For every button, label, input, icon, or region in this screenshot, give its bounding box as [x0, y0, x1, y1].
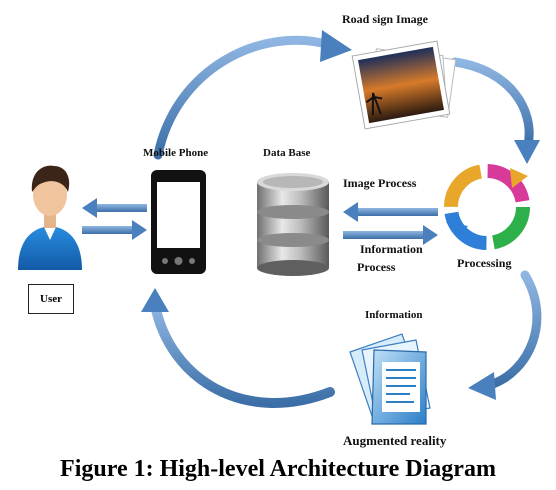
information-label: Information: [365, 309, 423, 321]
mobile-phone-icon: [151, 170, 206, 274]
figure-caption: Figure 1: High-level Architecture Diagra…: [60, 456, 496, 482]
information-process-label-line1: Information: [360, 242, 423, 256]
processing-label: Processing: [457, 256, 512, 270]
arrow-user-to-phone: [82, 220, 147, 240]
arrow-phone-to-road-sign: [153, 30, 352, 160]
mobile-phone-label: Mobile Phone: [143, 147, 209, 159]
augmented-reality-label: Augmented reality: [343, 433, 447, 448]
arrow-road-sign-to-processing: [450, 57, 540, 164]
data-base-label: Data Base: [263, 147, 311, 159]
processing-cycle-icon: [444, 164, 530, 250]
image-process-label: Image Process: [343, 176, 417, 190]
road-sign-image-label: Road sign Image: [342, 12, 429, 26]
information-process-label-line2: Process: [357, 260, 396, 274]
arrow-processing-to-augmented: [468, 270, 542, 400]
arrow-augmented-to-phone: [141, 288, 335, 408]
arrow-phone-to-user: [82, 198, 147, 218]
database-icon: [257, 173, 329, 276]
user-label: User: [40, 293, 62, 305]
user-icon: [18, 165, 82, 270]
arrow-processing-to-database: [343, 202, 438, 222]
user-label-box: User: [28, 284, 74, 314]
documents-icon: [349, 333, 431, 425]
photo-stack-icon: [351, 40, 457, 130]
arrow-database-to-processing: [343, 225, 438, 245]
